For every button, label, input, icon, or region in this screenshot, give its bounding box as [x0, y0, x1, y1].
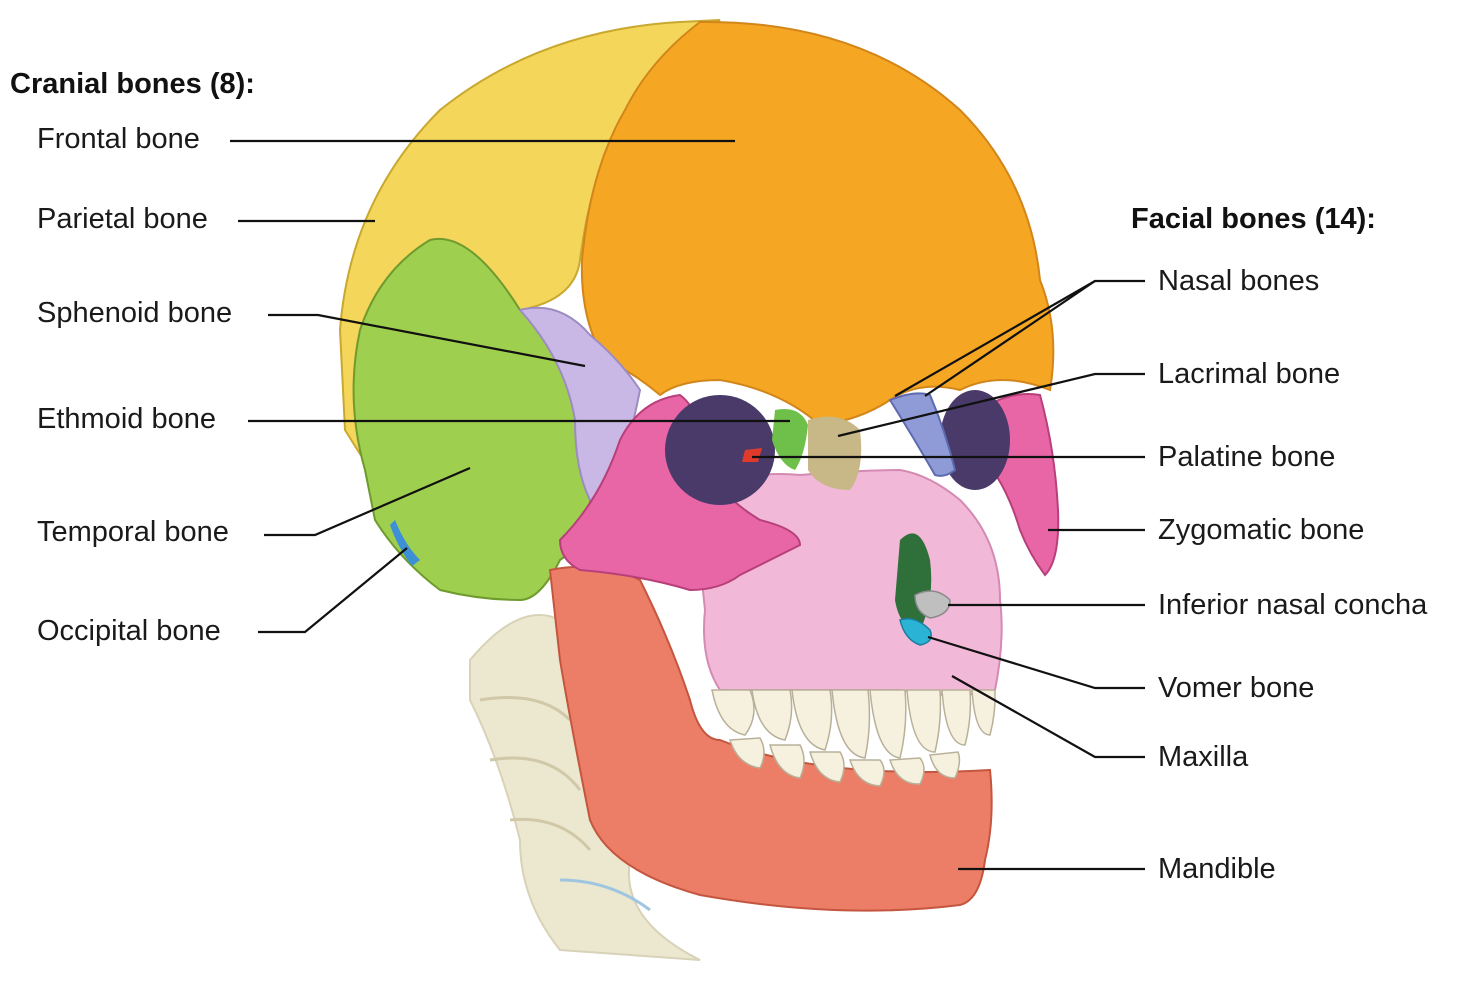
inferior-nasal-concha [914, 590, 951, 619]
label-temporal-bone: Temporal bone [37, 516, 229, 548]
palatine-bone [742, 448, 762, 462]
leader-temporal [264, 466, 471, 537]
mandible [548, 565, 993, 912]
vomer-bone [899, 618, 932, 646]
label-parietal-bone: Parietal bone [37, 203, 208, 235]
nasal-bones [888, 392, 957, 477]
label-maxilla: Maxilla [1158, 741, 1249, 773]
leader-occipital [258, 547, 408, 634]
label-inferior-nasal-concha: Inferior nasal concha [1158, 589, 1428, 621]
label-palatine-bone: Palatine bone [1158, 441, 1336, 473]
leader-nasal-2 [924, 280, 1096, 397]
label-zygomatic-bone: Zygomatic bone [1158, 514, 1365, 546]
facial-heading: Facial bones (14): [1131, 203, 1376, 235]
leader-vomer [927, 635, 1145, 690]
cranial-heading: Cranial bones (8): [10, 68, 255, 100]
leader-sphenoid [268, 313, 586, 368]
frontal-bone [580, 20, 1055, 427]
ethmoid-bone [772, 409, 808, 470]
leader-maxilla [951, 675, 1145, 759]
label-sphenoid-bone: Sphenoid bone [37, 297, 233, 329]
leader-lines [230, 139, 1145, 871]
lacrimal-bone [808, 416, 862, 490]
label-lacrimal-bone: Lacrimal bone [1158, 358, 1341, 390]
orbit-right [940, 390, 1010, 490]
teeth [711, 689, 996, 787]
label-vomer-bone: Vomer bone [1158, 672, 1315, 704]
label-mandible: Mandible [1158, 853, 1276, 885]
label-ethmoid-bone: Ethmoid bone [37, 403, 216, 435]
label-nasal-bones: Nasal bones [1158, 265, 1320, 297]
orbit-left [665, 395, 775, 505]
label-frontal-bone: Frontal bone [37, 123, 200, 155]
label-occipital-bone: Occipital bone [37, 615, 221, 647]
occipital-bone [390, 520, 420, 566]
leader-lacrimal [837, 372, 1145, 438]
